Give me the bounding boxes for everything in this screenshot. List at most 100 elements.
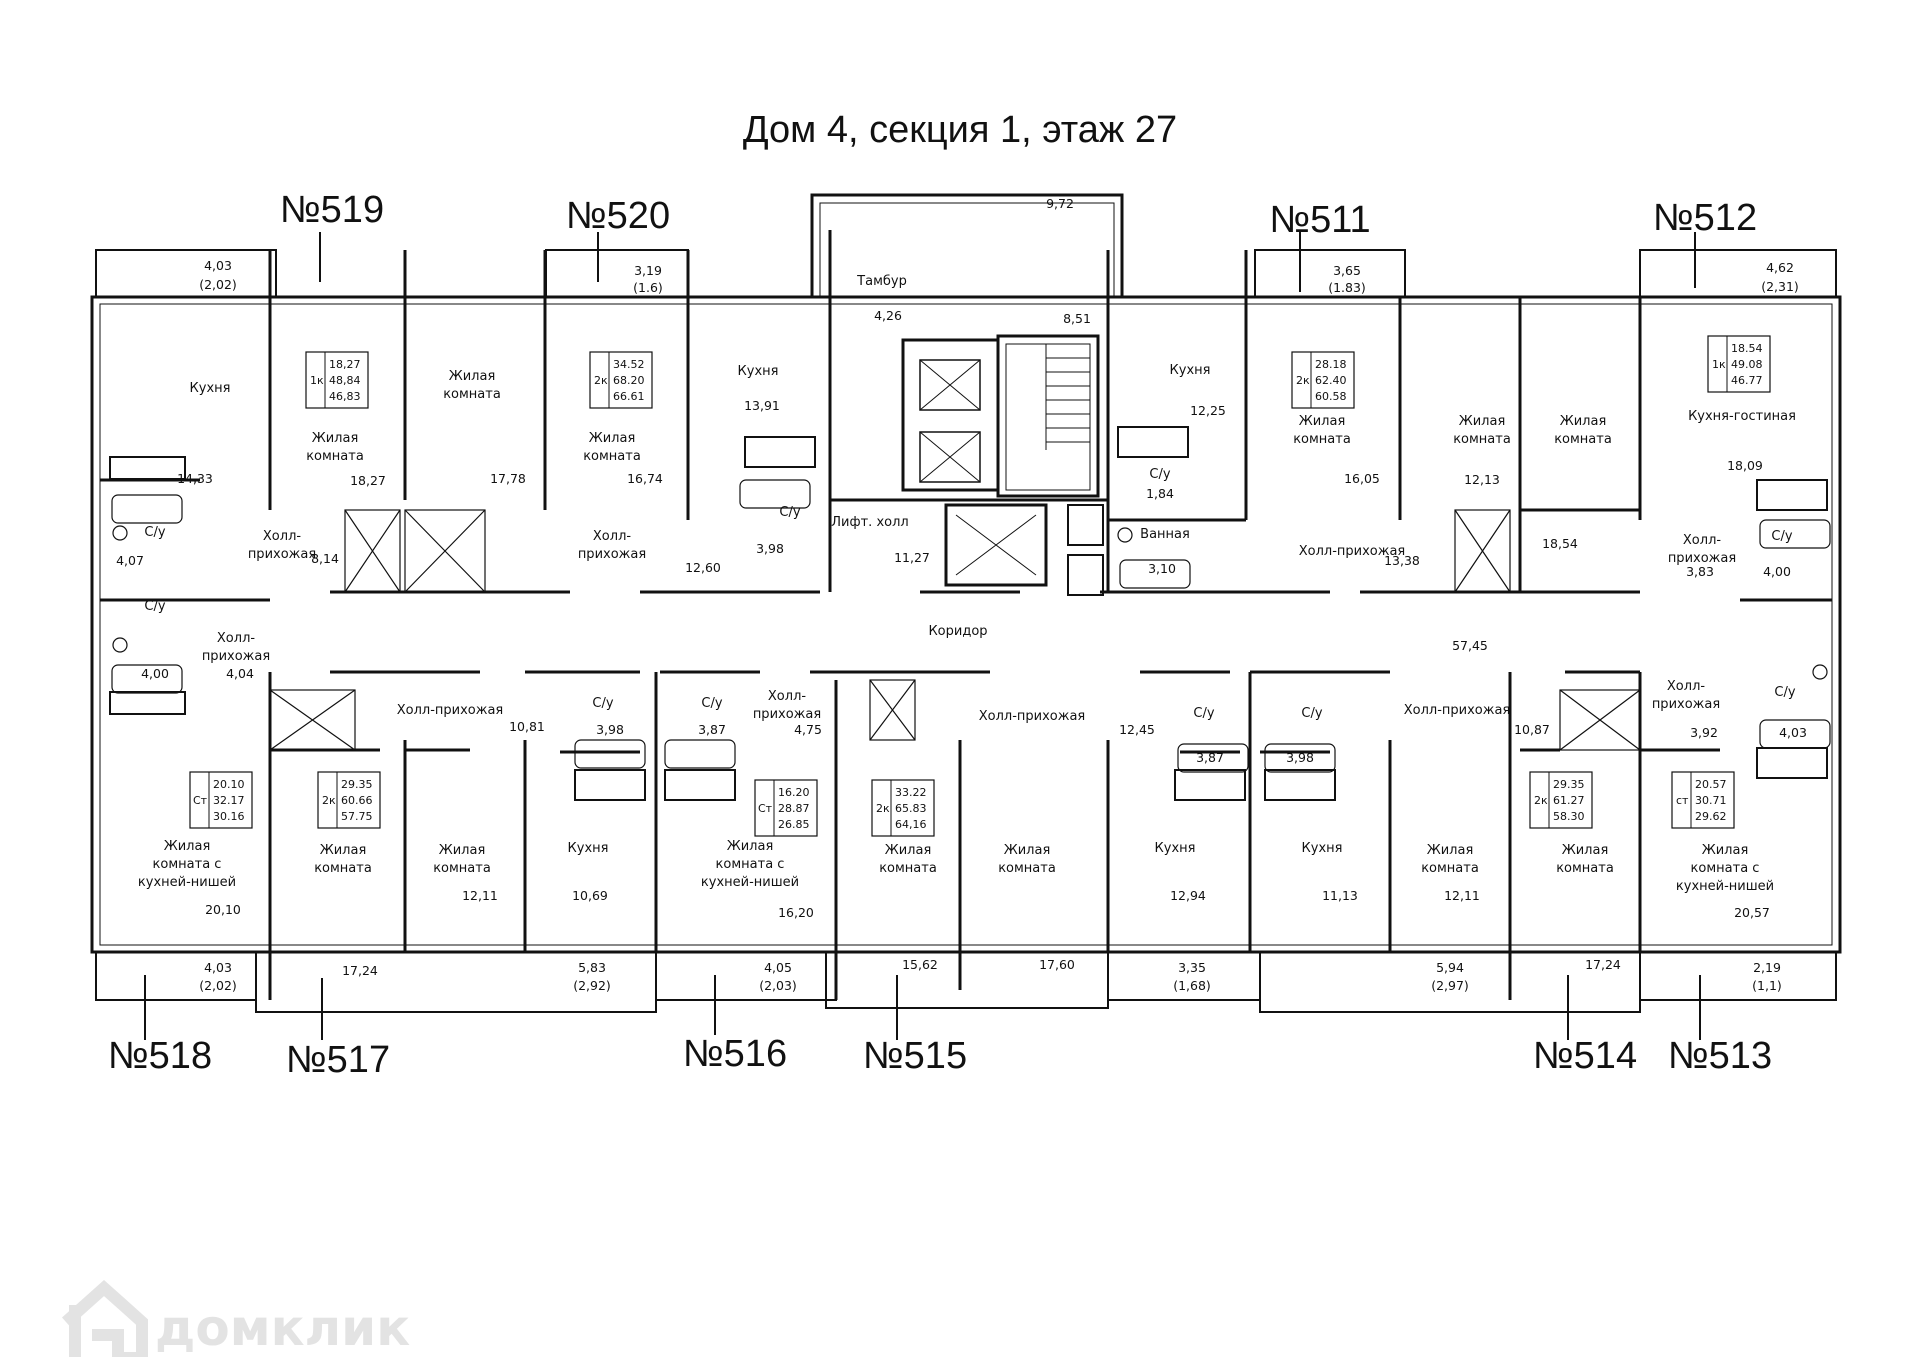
stove-icon bbox=[1117, 426, 1189, 458]
svg-text:Жилая: Жилая bbox=[439, 843, 486, 858]
svg-text:12,94: 12,94 bbox=[1170, 888, 1206, 903]
svg-text:Холл-: Холл- bbox=[593, 529, 631, 544]
svg-text:30.71: 30.71 bbox=[1695, 794, 1727, 807]
svg-text:11,13: 11,13 bbox=[1322, 888, 1358, 903]
interior-walls bbox=[100, 230, 1832, 1000]
svg-text:комната с: комната с bbox=[153, 857, 222, 872]
svg-text:29.62: 29.62 bbox=[1695, 810, 1727, 823]
svg-text:Кухня: Кухня bbox=[568, 841, 609, 856]
apartment-514-label: №514 bbox=[1533, 1035, 1637, 1077]
stove-icon bbox=[1756, 479, 1828, 511]
svg-text:46,83: 46,83 bbox=[329, 390, 361, 403]
room-labels: Кухня Жилая комната Жилая комната Жилая … bbox=[138, 274, 1796, 894]
apartment-516-label: №516 bbox=[683, 1033, 787, 1075]
svg-text:64,16: 64,16 bbox=[895, 818, 927, 831]
svg-text:3,98: 3,98 bbox=[1286, 750, 1314, 765]
svg-text:65.83: 65.83 bbox=[895, 802, 927, 815]
svg-text:57.75: 57.75 bbox=[341, 810, 373, 823]
area-box-518: Ст 20.10 32.17 30.16 bbox=[189, 771, 253, 829]
svg-text:29.35: 29.35 bbox=[341, 778, 373, 791]
svg-text:кухней-нишей: кухней-нишей bbox=[1676, 879, 1774, 894]
svg-text:68.20: 68.20 bbox=[613, 374, 645, 387]
svg-text:комната: комната bbox=[433, 861, 491, 876]
svg-text:13,38: 13,38 bbox=[1384, 553, 1420, 568]
svg-text:комната: комната bbox=[1421, 861, 1479, 876]
svg-text:4,05: 4,05 bbox=[764, 960, 792, 975]
svg-text:10,81: 10,81 bbox=[509, 719, 545, 734]
svg-text:Ванная: Ванная bbox=[1140, 527, 1190, 542]
svg-text:С/у: С/у bbox=[779, 505, 800, 520]
svg-text:Холл-: Холл- bbox=[263, 529, 301, 544]
area-box-517: 2к 29.35 60.66 57.75 bbox=[317, 771, 381, 829]
svg-text:кухней-нишей: кухней-нишей bbox=[701, 875, 799, 890]
svg-text:Кухня: Кухня bbox=[190, 381, 231, 396]
svg-text:1,84: 1,84 bbox=[1146, 486, 1174, 501]
svg-text:18,27: 18,27 bbox=[329, 358, 361, 371]
svg-text:12,60: 12,60 bbox=[685, 560, 721, 575]
svg-text:Жилая: Жилая bbox=[885, 843, 932, 858]
svg-text:20.57: 20.57 bbox=[1695, 778, 1727, 791]
svg-text:Холл-прихожая: Холл-прихожая bbox=[397, 703, 504, 718]
svg-text:Жилая: Жилая bbox=[1702, 843, 1749, 858]
svg-text:18,09: 18,09 bbox=[1727, 458, 1763, 473]
svg-text:Жилая: Жилая bbox=[1459, 414, 1506, 429]
svg-text:57,45: 57,45 bbox=[1452, 638, 1488, 653]
svg-text:17,24: 17,24 bbox=[342, 963, 378, 978]
house-logo-icon bbox=[61, 1279, 148, 1357]
elevator-core bbox=[901, 334, 1104, 596]
svg-text:С/у: С/у bbox=[1149, 467, 1170, 482]
svg-text:62.40: 62.40 bbox=[1315, 374, 1347, 387]
svg-text:16,74: 16,74 bbox=[627, 471, 663, 486]
svg-text:60.66: 60.66 bbox=[341, 794, 373, 807]
svg-text:С/у: С/у bbox=[1301, 706, 1322, 721]
svg-text:13,91: 13,91 bbox=[744, 398, 780, 413]
svg-text:15,62: 15,62 bbox=[902, 957, 938, 972]
stove-icon bbox=[1756, 747, 1828, 779]
apartment-callout-lines bbox=[144, 232, 1701, 1040]
stove-icon bbox=[109, 456, 186, 480]
building-outline bbox=[90, 193, 1842, 1013]
svg-text:С/у: С/у bbox=[144, 525, 165, 540]
svg-text:Жилая: Жилая bbox=[1004, 843, 1051, 858]
svg-text:Кухня: Кухня bbox=[1155, 841, 1196, 856]
svg-text:Жилая: Жилая bbox=[312, 431, 359, 446]
svg-text:2к: 2к bbox=[322, 794, 336, 807]
svg-text:(2,03): (2,03) bbox=[759, 978, 797, 993]
sink-icon bbox=[112, 637, 128, 653]
svg-text:комната с: комната с bbox=[716, 857, 785, 872]
svg-text:прихожая: прихожая bbox=[1668, 551, 1736, 566]
svg-text:46.77: 46.77 bbox=[1731, 374, 1763, 387]
bathtub-icon bbox=[1119, 559, 1191, 589]
svg-text:66.61: 66.61 bbox=[613, 390, 645, 403]
svg-text:2,19: 2,19 bbox=[1753, 960, 1781, 975]
svg-text:прихожая: прихожая bbox=[753, 707, 821, 722]
svg-text:58.30: 58.30 bbox=[1553, 810, 1585, 823]
area-box-512: 1к 18.54 49.08 46.77 bbox=[1707, 335, 1771, 393]
svg-text:9,72: 9,72 bbox=[1046, 196, 1074, 211]
area-box-513: ст 20.57 30.71 29.62 bbox=[1671, 771, 1735, 829]
svg-text:20,57: 20,57 bbox=[1734, 905, 1770, 920]
svg-text:2к: 2к bbox=[1534, 794, 1548, 807]
svg-text:26.85: 26.85 bbox=[778, 818, 810, 831]
svg-text:3,98: 3,98 bbox=[596, 722, 624, 737]
svg-text:20.10: 20.10 bbox=[213, 778, 245, 791]
sink-icon bbox=[1812, 664, 1828, 680]
svg-text:прихожая: прихожая bbox=[1652, 697, 1720, 712]
svg-text:4,62: 4,62 bbox=[1766, 260, 1794, 275]
svg-text:Холл-прихожая: Холл-прихожая bbox=[979, 709, 1086, 724]
svg-text:32.17: 32.17 bbox=[213, 794, 245, 807]
svg-text:3,87: 3,87 bbox=[1196, 750, 1224, 765]
bathtub-icon bbox=[111, 494, 183, 524]
bathtub-icon bbox=[664, 739, 736, 769]
apartment-511-label: №511 bbox=[1269, 199, 1370, 241]
svg-text:2к: 2к bbox=[1296, 374, 1310, 387]
watermark-text: домклик bbox=[155, 1299, 410, 1357]
svg-text:Холл-: Холл- bbox=[1683, 533, 1721, 548]
area-box-519: 1к 18,27 48,84 46,83 bbox=[305, 351, 369, 409]
svg-text:комната: комната bbox=[583, 449, 641, 464]
svg-text:16.20: 16.20 bbox=[778, 786, 810, 799]
svg-text:34.52: 34.52 bbox=[613, 358, 645, 371]
svg-text:1к: 1к bbox=[1712, 358, 1726, 371]
area-box-520: 2к 34.52 68.20 66.61 bbox=[589, 351, 653, 409]
